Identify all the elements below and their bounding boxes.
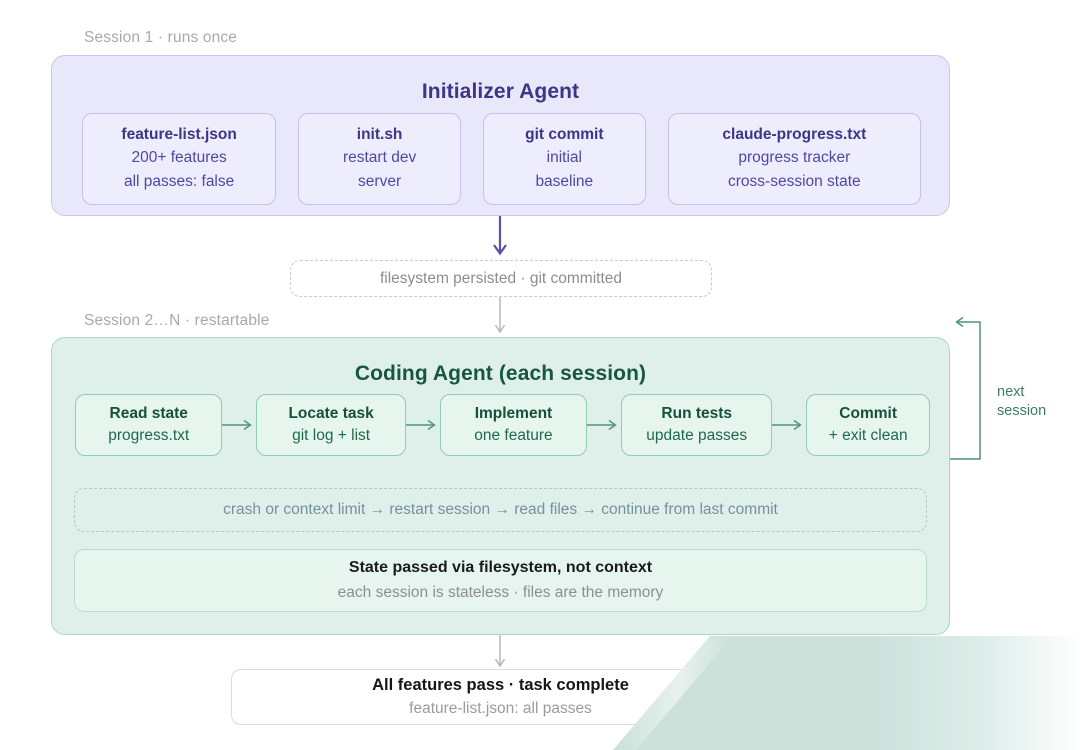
session-2-caption: Session 2…N · restartable	[84, 312, 270, 329]
card-line: baseline	[535, 172, 594, 190]
step-arrow-icon	[772, 419, 806, 432]
initializer-agent-panel: Initializer Agent feature-list.json 200+…	[51, 55, 950, 216]
step-subtitle: git log + list	[292, 427, 371, 444]
final-completion-box: All features pass · task complete featur…	[231, 669, 770, 725]
card-line: progress tracker	[738, 149, 851, 167]
card-line: restart dev	[342, 149, 417, 167]
session-1-caption: Session 1 · runs once	[84, 29, 238, 46]
card-title: claude-progress.txt	[722, 125, 867, 143]
crash-restart-note: crash or context limit → restart session…	[74, 488, 927, 532]
arrow-next-session-loop	[950, 316, 981, 460]
step-title: Run tests	[661, 404, 733, 422]
step-run-tests[interactable]: Run tests update passes	[621, 394, 773, 456]
card-git-commit[interactable]: git commit initial baseline	[482, 113, 646, 205]
card-line: cross-session state	[728, 172, 861, 190]
next-session-loop-label: next session	[997, 383, 1073, 420]
card-title: init.sh	[356, 125, 403, 143]
initializer-card-row: feature-list.json 200+ features all pass…	[82, 113, 921, 205]
final-subtitle: feature-list.json: all passes	[409, 699, 592, 717]
step-subtitle: progress.txt	[108, 427, 190, 444]
card-line: 200+ features	[131, 149, 227, 167]
card-feature-list-json[interactable]: feature-list.json 200+ features all pass…	[82, 113, 277, 205]
step-read-state[interactable]: Read state progress.txt	[75, 394, 223, 456]
card-line: initial	[546, 149, 582, 167]
filesystem-persisted-note: filesystem persisted · git committed	[290, 260, 712, 297]
final-title: All features pass · task complete	[372, 675, 629, 694]
state-note-title: State passed via filesystem, not context	[348, 559, 653, 577]
card-title: git commit	[525, 125, 604, 143]
step-arrow-icon	[587, 419, 621, 432]
card-title: feature-list.json	[121, 125, 237, 143]
step-subtitle: one feature	[474, 427, 553, 444]
step-subtitle: update passes	[646, 427, 748, 444]
arrow-initializer-to-filesystem	[493, 216, 507, 256]
step-subtitle: + exit clean	[828, 427, 908, 444]
step-title: Commit	[839, 404, 897, 422]
step-arrow-icon	[405, 419, 440, 432]
state-note-subtitle: each session is stateless · files are th…	[337, 583, 664, 601]
step-title: Read state	[109, 404, 188, 422]
step-implement-feature[interactable]: Implement one feature	[439, 394, 588, 456]
card-line: server	[358, 172, 402, 190]
card-claude-progress-txt[interactable]: claude-progress.txt progress tracker cro…	[667, 113, 921, 205]
coding-steps-row: Read state progress.txt Locate task git …	[75, 394, 931, 456]
step-title: Implement	[474, 404, 553, 422]
card-init-sh[interactable]: init.sh restart dev server	[298, 113, 461, 205]
arrow-filesystem-to-coding	[494, 297, 506, 334]
step-locate-task[interactable]: Locate task git log + list	[256, 394, 406, 456]
step-arrow-icon	[222, 419, 256, 432]
step-title: Locate task	[288, 404, 374, 422]
loop-label-line-2: session	[997, 402, 1047, 419]
arrow-coding-to-final	[494, 635, 506, 668]
loop-label-line-1: next	[997, 384, 1025, 400]
coding-agent-title: Coding Agent (each session)	[354, 362, 647, 385]
state-passed-note: State passed via filesystem, not context…	[74, 549, 927, 612]
initializer-agent-title: Initializer Agent	[421, 80, 580, 103]
card-line: all passes: false	[123, 172, 235, 190]
step-commit-exit[interactable]: Commit + exit clean	[806, 394, 931, 456]
